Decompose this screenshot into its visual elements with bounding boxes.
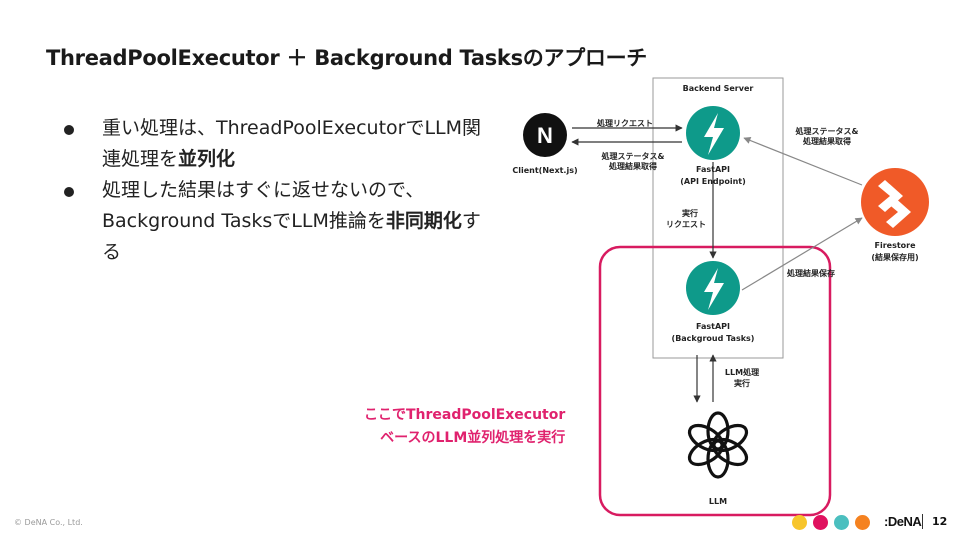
api-label-2: (API Endpoint) [680,177,746,186]
llm-openai-icon [687,411,749,479]
bullet-item: 重い処理は、ThreadPoolExecutorでLLM関連処理を並列化 [64,113,484,175]
footer-separator [922,514,923,529]
footer-dot [834,515,849,530]
edge-save-label: 処理結果保存 [787,269,835,278]
firestore-icon [861,168,929,236]
edge-exec-label-2: リクエスト [666,220,706,229]
client-label: Client(Next.js) [512,166,578,175]
edge-llm-label-1: LLM処理 [724,368,760,377]
bullet-text: 重い処理は、ThreadPoolExecutorでLLM関連処理を [102,117,482,170]
edge-llm-label-2: 実行 [734,379,750,388]
edge-fs-status-label-1: 処理ステータス& [795,127,859,136]
bullet-tail: する [102,210,481,263]
firestore-label-2: (結果保存用) [871,253,919,262]
fastapi-endpoint-icon [686,106,740,160]
firestore-label-1: Firestore [874,241,916,250]
bullet-dot [64,187,74,197]
note-line-1: ここでThreadPoolExecutor [364,407,566,423]
footer-dot [813,515,828,530]
dena-logo: :DeNA [884,514,922,529]
slide-title: ThreadPoolExecutor ＋ Background Tasksのアプ… [46,46,648,70]
highlight-note: ここでThreadPoolExecutor ベースのLLM並列処理を実行 [364,404,565,450]
edge-status-label-2: 処理結果取得 [609,162,657,171]
edge-status-label-1: 処理ステータス& [601,152,665,161]
bg-label-1: FastAPI [695,322,730,331]
bullet-bold: 非同期化 [385,210,462,232]
edge-firestore-status [743,137,863,186]
fastapi-background-icon [686,261,740,315]
bullet-item: 処理した結果はすぐに返せないので、Background TasksでLLM推論を… [64,175,484,268]
api-label-1: FastAPI [695,165,730,174]
note-line-2: ベースのLLM並列処理を実行 [380,430,566,446]
edge-fs-status-label-2: 処理結果取得 [803,137,851,146]
bullet-list: 重い処理は、ThreadPoolExecutorでLLM関連処理を並列化 処理し… [64,113,484,268]
llm-label: LLM [708,497,728,506]
bullet-text: 処理した結果はすぐに返せないので、Background TasksでLLM推論を [102,179,425,232]
bullet-dot [64,125,74,135]
bg-label-2: (Backgroud Tasks) [671,334,755,343]
backend-server-box [652,77,784,359]
page-number: 12 [932,515,948,528]
highlight-box [598,245,832,517]
footer-dot [792,515,807,530]
nextjs-icon: N [523,113,567,157]
footer-dots [792,515,870,530]
bullet-bold: 並列化 [178,148,236,170]
backend-server-label: Backend Server [682,84,754,93]
svg-text:N: N [537,123,553,148]
edge-exec-label-1: 実行 [682,209,698,218]
edge-request-label: 処理リクエスト [597,119,653,128]
footer-dot [855,515,870,530]
footer-copyright: © DeNA Co., Ltd. [14,518,83,527]
edge-save-result [741,217,863,291]
